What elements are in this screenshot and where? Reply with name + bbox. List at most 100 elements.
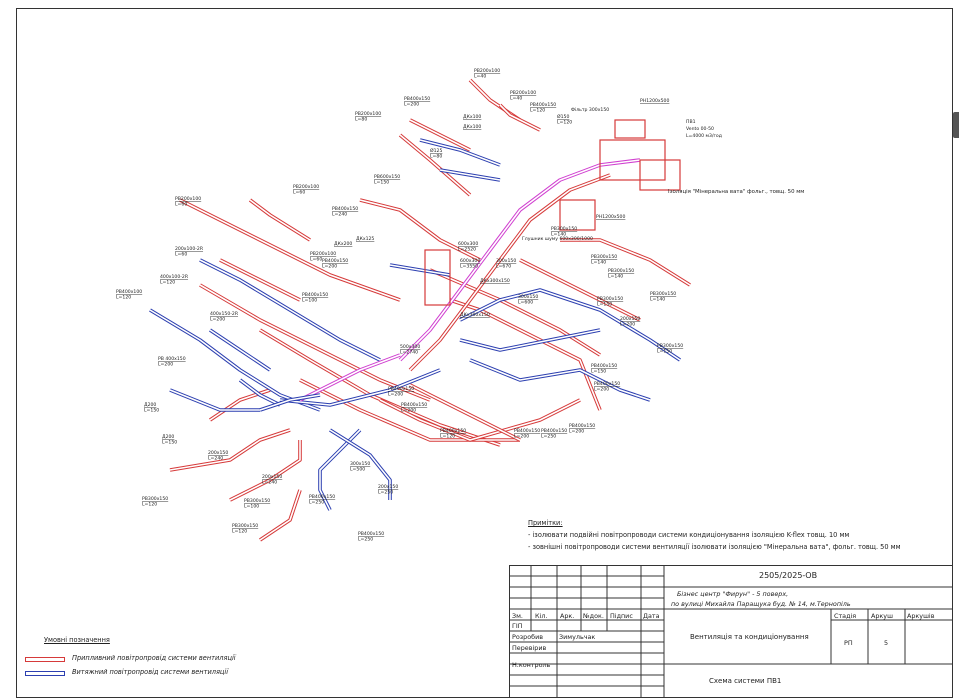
duct-length-43: L=670 [496, 264, 511, 270]
duct-label-2: РВ200х100 [510, 90, 536, 96]
supply-duct-17-inner [259, 489, 301, 541]
duct-length-27: L=140 [650, 297, 665, 303]
duct-label-9: РВ400х150 [332, 206, 358, 212]
stamp-code: 2505/2025-ОВ [759, 571, 818, 580]
supply-duct-14-inner [409, 384, 521, 441]
exhaust-duct-12-inner [329, 429, 391, 500]
stamp-sheet-label: Аркуш [871, 612, 893, 620]
duct-label-48: 300х150 [350, 461, 370, 467]
duct-length-44: L=2740 [400, 350, 418, 356]
stamp-header-ark: Арк. [560, 612, 575, 620]
supply-duct-5-inner [179, 199, 401, 301]
insulation-label: Ізоляція "Мінеральна вата" фольг., товщ.… [668, 189, 804, 195]
duct-length-13: L=120 [116, 295, 131, 301]
supply-duct-19-inner [359, 199, 481, 261]
duct-label-42: 600х300 [460, 258, 480, 264]
legend-supply-label: Припливний повітропровід системи вентиля… [72, 654, 236, 662]
duct-label-56: ДКх100 [463, 124, 481, 130]
silencer-label: Глушник шуму 600х300/1000 [522, 236, 593, 242]
duct-label-52: ДКх300х150 [460, 312, 490, 318]
drawing-frame [16, 8, 953, 698]
stamp-developer-name: Зимульчак [559, 633, 596, 641]
duct-label-16: РВ400х150 [322, 258, 348, 264]
duct-length-25: L=140 [551, 232, 566, 238]
exhaust-duct-9-inner [459, 329, 601, 351]
exhaust-duct-5-inner [419, 139, 501, 166]
supply-duct-6-inner [249, 199, 311, 241]
duct-length-21: L=100 [244, 504, 259, 510]
notes-title: Примітки: [528, 519, 563, 527]
duct-labels: РВ200х100L=40РВ200х100L=40РВ400х150L=200… [116, 68, 683, 543]
legend-exhaust-label: Витяжний повітропровід системи вентиляці… [72, 668, 229, 676]
main-supply-trunk-inner [399, 159, 641, 361]
unit-label-2: Vento 00-50 [686, 126, 714, 132]
duct-label-3: РВ400х150 [404, 96, 430, 102]
stamp-header-zm: Зм. [512, 612, 523, 620]
duct-length-3: L=200 [404, 102, 419, 108]
duct-label-43: 300х150 [496, 258, 516, 264]
equipment-labels: ПВ1 Vento 00-50 L=4000 м3/год Фільтр 300… [522, 107, 804, 242]
supply-duct-15-inner [169, 429, 291, 471]
duct-length-4: L=80 [355, 117, 367, 123]
main-supply-trunk-2-inner [409, 174, 611, 371]
stamp-sheets-label: Аркушів [907, 612, 935, 620]
duct-label-4: РВ200х100 [355, 111, 381, 117]
duct-label-23: РВ400х150 [309, 494, 335, 500]
duct-length-8: L=150 [374, 180, 389, 186]
duct-label-29: РВ300х150 [597, 296, 623, 302]
duct-length-31: L=150 [591, 369, 606, 375]
duct-length-23: L=250 [309, 500, 324, 506]
duct-length-35: L=120 [440, 434, 455, 440]
duct-length-48: L=500 [350, 467, 365, 473]
exhaust-duct-13-inner [279, 369, 441, 406]
supply-duct-10 [429, 268, 601, 357]
note-1: - ізолювати подвійні повітропроводи сист… [528, 531, 850, 539]
exhaust-duct-8-inner [459, 289, 681, 361]
duct-label-27: РВ300х150 [650, 291, 676, 297]
exhaust-duct-4 [169, 388, 260, 412]
supply-duct-8-inner [259, 329, 501, 446]
unit-label-1: ПВ1 [686, 119, 696, 125]
duct-label-8: РВ600х150 [374, 174, 400, 180]
duct-label-57: Ø150 [557, 113, 569, 120]
duct-length-18: L=150 [144, 408, 159, 414]
duct-length-32: L=200 [594, 387, 609, 393]
duct-length-30: L=150 [657, 349, 672, 355]
duct-label-36: РВ400х150 [401, 402, 427, 408]
duct-length-20: L=120 [142, 502, 157, 508]
unit-label-3: L=4000 м3/год [686, 133, 722, 139]
supply-duct-16-inner [229, 440, 301, 501]
side-scroll-handle[interactable] [953, 112, 959, 138]
exhaust-duct-2-inner [199, 259, 381, 361]
stamp-section: Вентиляція та кондиціонування [690, 633, 809, 641]
supply-duct-11-inner [560, 239, 691, 286]
duct-length-47: L=240 [208, 456, 223, 462]
stamp-header-date: Дата [643, 612, 660, 620]
duct-length-7: L=60 [293, 190, 305, 196]
duct-length-12: L=120 [160, 280, 175, 286]
duct-length-14: L=200 [210, 317, 225, 323]
duct-label-18: Д200 [144, 402, 156, 408]
duct-length-33: L=250 [541, 434, 556, 440]
duct-label-58: Ø125 [430, 147, 442, 154]
legend-exhaust-swatch [25, 671, 65, 676]
duct-length-17: L=200 [158, 362, 173, 368]
stamp-header-kil: Кіл. [535, 612, 548, 620]
duct-label-34: РВ400х150 [569, 423, 595, 429]
exhaust-duct-7-inner [389, 264, 451, 276]
duct-label-31: РВ400х150 [591, 363, 617, 369]
duct-label-49: 200х150 [378, 484, 398, 490]
duct-length-19: L=150 [162, 440, 177, 446]
duct-label-47: 200х150 [208, 450, 228, 456]
duct-length-58: L=80 [430, 154, 442, 160]
duct-label-28: РВ300х150 [608, 268, 634, 274]
duct-length-42: L=3550 [460, 264, 478, 270]
stamp-object-1: Бізнес центр "Фирун" - 5 поверх, [677, 590, 789, 598]
duct-label-11: 200х100-2R [175, 246, 204, 252]
duct-label-10: РВ200х100 [310, 251, 336, 257]
exhaust-duct-4-inner [169, 389, 260, 411]
duct-length-36: L=200 [401, 408, 416, 414]
stamp-stage-label: Стадія [834, 612, 857, 620]
duct-label-37: РВ400х150 [388, 386, 414, 392]
